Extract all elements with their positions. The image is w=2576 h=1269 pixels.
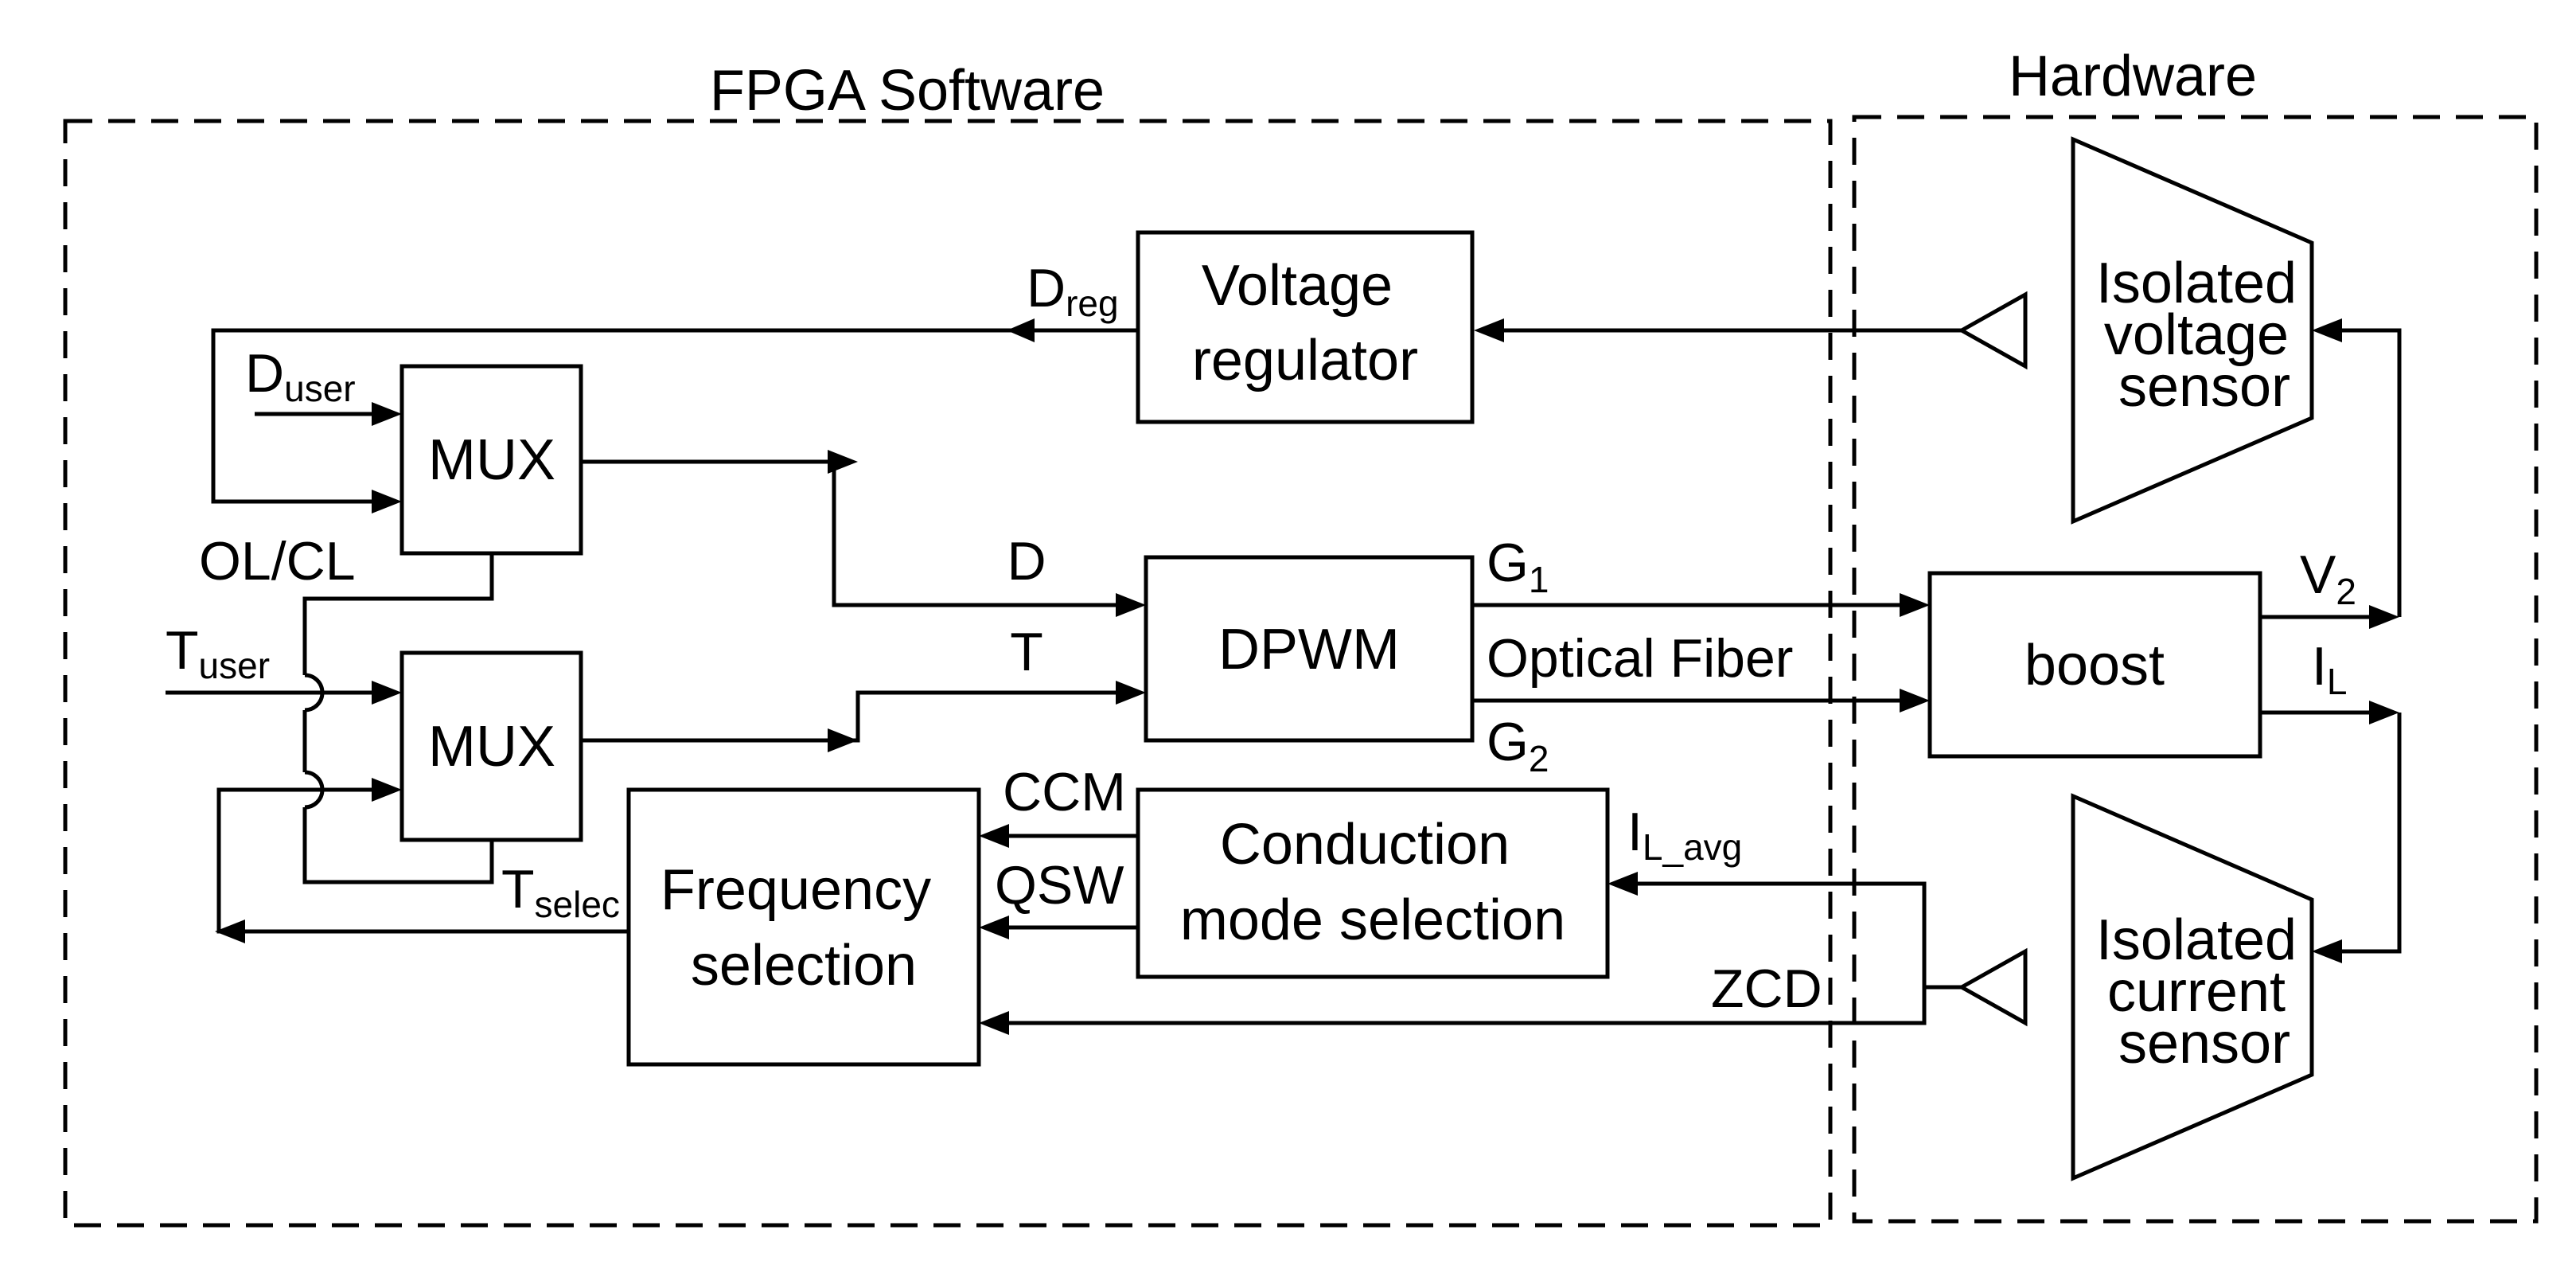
voltage-isolation-amp-icon [1957,291,2028,370]
boost-label: boost [2025,634,2165,697]
svg-text:Isolated current senso: Isolated current sensor [2096,908,2313,1076]
mux-top-label: MUX [428,428,555,492]
svg-text:Frequency selection: Frequency selection [661,858,947,998]
ccm-label: CCM [1003,762,1126,822]
frequency-selection-label-line2: selection [691,934,917,998]
v2-arrow [2369,605,2399,629]
dreg-wire [211,328,1138,504]
zcd-wire [1001,987,1927,1025]
tselec-arrow [215,920,245,943]
voltage-sensor-label-line3: sensor [2118,355,2290,419]
svg-text:Isolated voltage senso: Isolated voltage sensor [2096,252,2313,419]
olcl-wire [302,553,494,675]
duser-arrow [372,402,402,426]
current-sensor-label-line1: Isolated [2096,908,2297,972]
voltage-sensor-label-line1: Isolated [2096,252,2297,315]
t-user-label: Tuser [166,620,270,686]
qsw-label: QSW [995,855,1124,916]
voltage-sensor-label-line2: voltage [2104,303,2289,367]
mux-top-output-arrow [828,450,858,474]
mux-bottom-input2-arrow [372,778,402,802]
g1-label: G1 [1487,533,1549,600]
v2-to-vsensor-wire [2333,328,2402,617]
dpwm-block [1144,555,1475,743]
g1-arrow [1900,593,1930,617]
mux-bottom-output-arrow [828,728,858,752]
fpga-software-title: FPGA Software [710,59,1105,123]
conduction-mode-label-line2: mode selection [1180,888,1565,952]
olcl-wire-3 [302,807,494,884]
current-sensor-label-line2: current [2107,960,2286,1024]
isolated-current-sensor-block [2071,793,2314,1181]
current-sensor-label-line3: sensor [2118,1012,2290,1076]
boost-block [1927,571,2262,759]
d-signal-label: D [1007,531,1046,592]
il-to-isensor-wire [2333,713,2402,954]
d-input-arrow [1116,593,1146,617]
fpga-software-region [63,119,1833,1228]
g2-arrow [1900,689,1930,713]
dreg-arrow [1007,318,1035,342]
isolated-voltage-sensor-block [2071,136,2314,525]
il-avg-arrow [1608,872,1638,896]
ol-cl-label: OL/CL [199,531,356,592]
hardware-title: Hardware [2009,45,2257,108]
zcd-arrow [979,1011,1009,1035]
conduction-mode-block [1136,787,1610,979]
dpwm-label: DPWM [1218,618,1400,681]
tselec-wire [216,787,629,934]
mux-bottom-output-wire [581,690,1124,743]
vsensor-input-arrow [2312,318,2342,342]
svg-text:Conduction mode selection: Conduction mode selection [1180,813,1565,952]
ccm-arrow [979,824,1009,848]
v2-label: V2 [2300,545,2356,612]
voltage-regulator-label-line2: regulator [1192,329,1418,392]
mux-top-input2-arrow [372,490,402,513]
optical-fiber-label: Optical Fiber [1487,628,1793,689]
il-arrow [2369,701,2399,724]
isense-wire [1630,881,1962,990]
mux-top-output-wire [581,459,1124,607]
voltage-regulator-block [1136,230,1475,424]
il-label: IL [2312,636,2348,702]
isensor-input-arrow [2312,939,2342,963]
t-selec-label: Tselec [501,859,620,925]
t-input-arrow [1116,681,1146,705]
voltage-regulator-label-line1: Voltage [1202,254,1393,318]
d-user-label: Duser [245,343,356,409]
conduction-mode-label-line1: Conduction [1220,813,1510,877]
svg-text:Voltage regulator: Voltage regulator [1192,254,1418,392]
tuser-arrow [372,681,402,705]
zcd-label: ZCD [1711,959,1822,1019]
il-avg-label: IL_avg [1627,802,1742,868]
t-signal-label: T [1010,622,1043,682]
current-isolation-amp-icon [1957,947,2028,1027]
frequency-selection-block [626,787,981,1067]
frequency-selection-label-line1: Frequency [661,858,931,922]
mux-bottom-label: MUX [428,715,555,779]
d-reg-label: Dreg [1027,258,1119,324]
hardware-region [1852,115,2539,1224]
qsw-arrow [979,916,1009,939]
vsense-to-regulator-arrow [1474,318,1504,342]
g2-label: G2 [1487,712,1549,779]
